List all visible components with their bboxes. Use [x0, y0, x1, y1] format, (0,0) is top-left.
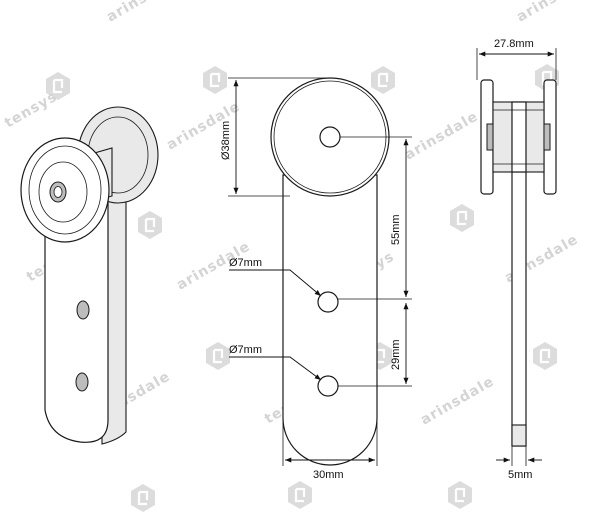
dimension-width: 27.8mm — [494, 38, 534, 50]
mounting-hole-lower — [75, 372, 89, 392]
side-view: 27.8mm 5mm — [476, 38, 557, 481]
watermark-logo — [448, 202, 476, 234]
dimension-center-to-hole: 55mm — [390, 214, 402, 245]
watermark-logo — [136, 209, 164, 241]
watermark-text: arinsdale — [514, 0, 593, 25]
dimension-plate-width: 30mm — [313, 469, 344, 481]
watermark-text: arinsdale — [402, 108, 481, 163]
dimension-wheel-diameter: Ø38mm — [220, 121, 232, 160]
watermark-logo — [446, 479, 474, 511]
dimension-hole-1: Ø7mm — [229, 257, 262, 269]
mounting-hole-lower — [317, 375, 339, 397]
watermark-logo — [369, 64, 397, 96]
axle-cap-left — [486, 123, 494, 151]
plate-tip — [511, 424, 527, 447]
front-wheel-edge — [28, 145, 102, 235]
front-wheel-face — [38, 161, 88, 223]
watermark-text: arinsdale — [418, 373, 497, 428]
plate-through-wheel — [511, 101, 527, 173]
watermark-text: arinsdale — [104, 0, 183, 25]
watermark-logo — [286, 479, 314, 511]
axle-bore — [53, 186, 63, 198]
watermark-logo — [531, 340, 559, 372]
mounting-hole-upper — [317, 291, 339, 313]
dimension-hole-2: Ø7mm — [229, 344, 262, 356]
plate-front-face — [44, 177, 109, 443]
plate-outline — [282, 174, 378, 466]
mounting-hole-upper — [76, 300, 90, 320]
watermark-logo — [204, 340, 232, 372]
leader-hole-1 — [229, 269, 322, 297]
watermark-logo — [201, 64, 229, 96]
watermark-logo — [129, 482, 157, 514]
axle-hole — [319, 126, 341, 148]
isometric-view — [20, 106, 159, 445]
dimension-plate-thickness: 5mm — [508, 469, 532, 481]
dimension-hole-spacing: 29mm — [390, 339, 402, 370]
watermark-text: tensys — [2, 89, 60, 132]
axle-cap-right — [543, 123, 551, 151]
front-view: Ø38mm 55mm 29mm Ø7mm Ø7mm 30mm — [220, 77, 412, 481]
leader-hole-2 — [229, 356, 322, 381]
